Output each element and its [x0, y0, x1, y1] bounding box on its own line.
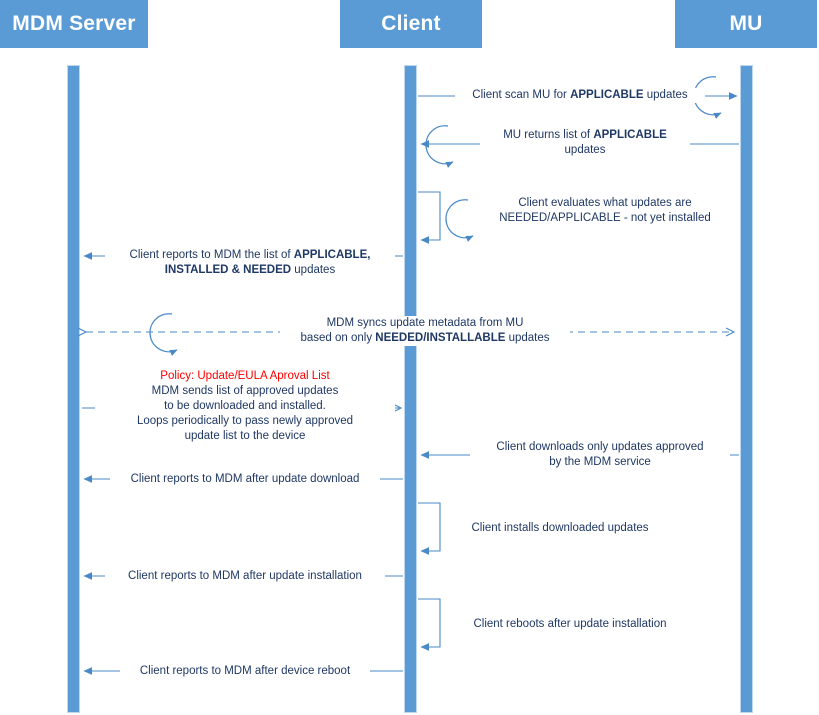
loop-arc-mu-returns — [425, 125, 454, 168]
arrow-msg-client-installs[interactable] — [418, 502, 441, 555]
message-label-client-installs: Client installs downloaded updates — [471, 522, 649, 534]
actor-label-mu: MU — [729, 12, 763, 35]
lifeline-mu — [740, 65, 753, 713]
actor-label-mdm-server: MDM Server — [12, 12, 136, 35]
lifeline-mdm-server — [67, 65, 80, 713]
message-label-report-reboot: Client reports to MDM after device reboo… — [120, 664, 370, 679]
actor-box-client[interactable]: Client — [340, 0, 482, 48]
loop-arc-mdm-syncs — [149, 313, 178, 356]
message-label-client-reports-list: Client reports to MDM the list of APPLIC… — [105, 248, 395, 278]
message-label-report-download: Client reports to MDM after update downl… — [110, 472, 380, 487]
arrow-msg-client-reboots[interactable] — [418, 598, 441, 651]
actor-label-client: Client — [381, 12, 441, 35]
actor-box-mdm-server[interactable]: MDM Server — [0, 0, 148, 48]
policy-label-update-eula-approval-list: Policy: Update/EULA Aproval List — [160, 370, 330, 382]
arrow-msg-client-evaluates[interactable] — [418, 191, 474, 244]
message-label-report-install: Client reports to MDM after update insta… — [105, 569, 385, 584]
actor-box-mu[interactable]: MU — [675, 0, 817, 48]
lifeline-client — [404, 65, 417, 713]
message-label-client-reboots: Client reboots after update installation — [473, 618, 667, 630]
loop-arc-client-evaluates — [445, 199, 474, 242]
message-label-scan: Client scan MU for APPLICABLE updates — [455, 88, 705, 103]
